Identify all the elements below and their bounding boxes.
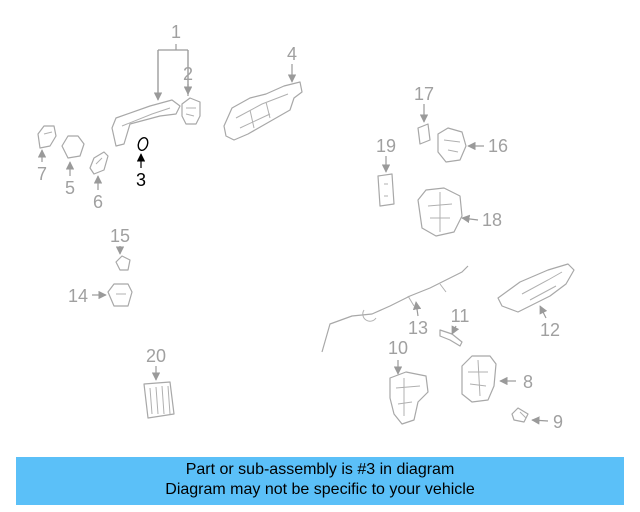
part-9-bolt	[511, 407, 529, 423]
callout-20: 20	[146, 346, 166, 381]
part-10-bracket	[389, 371, 429, 425]
callout-9: 9	[531, 412, 563, 432]
part-20-grille	[143, 381, 175, 419]
callout-17: 17	[414, 84, 434, 123]
svg-text:18: 18	[482, 210, 502, 230]
svg-text:11: 11	[451, 306, 470, 326]
part-17-plate	[417, 123, 431, 145]
banner-line-2: Diagram may not be specific to your vehi…	[165, 481, 475, 498]
callout-13: 13	[408, 301, 428, 338]
part-16-hinge	[437, 127, 467, 163]
part-19-strap	[377, 173, 395, 207]
callout-7: 7	[37, 149, 47, 184]
svg-text:6: 6	[93, 192, 103, 212]
svg-text:8: 8	[523, 372, 533, 392]
callout-16: 16	[467, 136, 508, 156]
part-6-pad	[89, 151, 109, 175]
svg-text:20: 20	[146, 346, 166, 366]
svg-text:2: 2	[183, 64, 193, 84]
callout-4: 4	[287, 44, 297, 83]
svg-text:12: 12	[540, 320, 560, 340]
callout-2: 2	[183, 64, 193, 95]
callout-12: 12	[539, 305, 560, 340]
callout-10: 10	[388, 338, 408, 375]
svg-text:7: 7	[37, 164, 47, 184]
part-4-handle-frame	[223, 81, 303, 141]
callout-18: 18	[461, 210, 502, 230]
part-1-outside-handle	[111, 99, 181, 147]
callout-5: 5	[65, 161, 75, 198]
part-5-cap	[61, 135, 85, 159]
callout-6: 6	[93, 175, 103, 212]
svg-text:3: 3	[136, 170, 146, 190]
part-12-inside-handle	[497, 263, 575, 313]
part-14-stop	[107, 283, 133, 307]
svg-text:5: 5	[65, 178, 75, 198]
part-2-handle-bracket	[181, 97, 201, 125]
svg-text:1: 1	[171, 22, 181, 42]
parts-diagram: 1 2 3 4 5 6	[37, 22, 575, 432]
callout-19: 19	[376, 136, 396, 173]
part-15-screw	[115, 255, 131, 271]
callout-14: 14	[68, 286, 107, 306]
banner-line-1: Part or sub-assembly is #3 in diagram	[185, 461, 455, 478]
part-7-cover	[37, 125, 57, 149]
svg-text:19: 19	[376, 136, 396, 156]
svg-text:4: 4	[287, 44, 297, 64]
part-8-latch	[461, 355, 497, 403]
svg-text:17: 17	[414, 84, 434, 104]
callout-11: 11	[451, 306, 470, 335]
part-11-clip	[439, 329, 463, 347]
info-banner: Part or sub-assembly is #3 in diagram Di…	[16, 457, 624, 505]
callout-15: 15	[110, 226, 130, 255]
callout-1: 1	[153, 22, 193, 101]
svg-text:10: 10	[388, 338, 408, 358]
svg-text:14: 14	[68, 286, 88, 306]
part-3-gasket	[137, 137, 149, 151]
svg-text:13: 13	[408, 318, 428, 338]
part-18-hinge-assembly	[417, 187, 463, 237]
part-13-cable	[321, 265, 469, 353]
svg-text:16: 16	[488, 136, 508, 156]
svg-text:15: 15	[110, 226, 130, 246]
callout-8: 8	[499, 372, 533, 392]
callout-3: 3	[136, 153, 146, 190]
svg-text:9: 9	[553, 412, 563, 432]
